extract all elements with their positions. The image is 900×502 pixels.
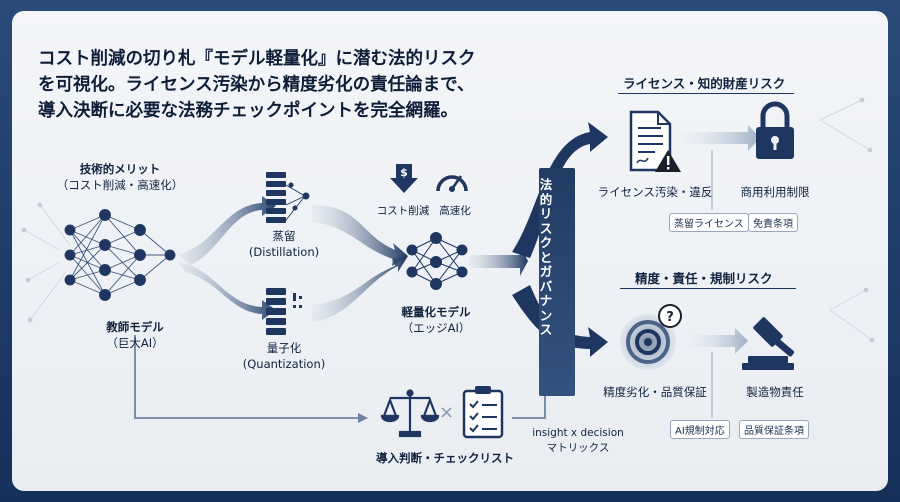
accuracy-title-rule (620, 288, 796, 289)
diagram-drawing: $ (21, 97, 875, 439)
teacher-model-label: 教師モデル (106, 320, 164, 334)
decorative-network-right (819, 97, 875, 343)
accuracy-left-label: 精度劣化・品質保証 (603, 385, 707, 399)
speed-label: 高速化 (439, 205, 471, 217)
governance-bar (539, 168, 575, 396)
license-tag-1: 蒸留ライセンス (669, 213, 749, 232)
dollar-sign: $ (400, 166, 408, 179)
distill-sub: (Distillation) (248, 245, 320, 259)
flow-to-governance (470, 246, 528, 276)
accuracy-section-title: 精度・責任・規制リスク (635, 271, 773, 286)
branch-up-arrow (512, 122, 608, 258)
student-model-label: 軽量化モデル (401, 305, 471, 319)
checklist-to-bar-line (512, 392, 546, 419)
contract-warning-icon (629, 110, 681, 172)
headline-line-2: を可視化。ライセンス汚染から精度劣化の責任論まで、 (38, 75, 475, 95)
question-mark: ? (666, 310, 674, 325)
license-flow-arrow (680, 125, 760, 151)
teacher-network-icon (64, 209, 176, 301)
accuracy-right-label: 製造物責任 (746, 385, 804, 399)
quant-label: 量子化 (266, 341, 302, 355)
headline-line-3: 導入決断に必要な法務チェックポイントを完全網羅。 (38, 101, 458, 121)
flow-to-quant (178, 262, 276, 320)
accuracy-tag-2: 品質保証条項 (739, 420, 809, 439)
target-icon (620, 304, 682, 370)
accuracy-tag-1: AI規制対応 (670, 420, 730, 439)
cost-down-icon (390, 164, 418, 193)
license-right-label: 商用利用制限 (740, 185, 810, 199)
gavel-icon (742, 317, 795, 370)
infographic-card: $ (12, 11, 888, 491)
flow-to-student (312, 205, 408, 266)
cross-symbol: × (439, 402, 455, 423)
quant-icon (266, 288, 302, 335)
matrix-label-line-1: insight x decision (532, 427, 624, 439)
cost-label: コスト削減 (376, 205, 430, 217)
license-tag-2: 免責条項 (748, 213, 798, 232)
matrix-label-line-2: マトリックス (546, 442, 610, 454)
license-section-title: ライセンス・知的財産リスク (623, 76, 786, 91)
distill-label: 蒸留 (272, 229, 296, 243)
speedometer-icon (436, 175, 468, 192)
merit-title: 技術的メリット (79, 162, 161, 176)
checklist-icon (462, 386, 504, 439)
headline-line-1: コスト削減の切り札『モデル軽量化』に潜む法的リスク (38, 49, 476, 69)
scales-icon (380, 389, 440, 438)
license-left-label: ライセンス汚染・違反 (597, 185, 713, 199)
student-model-sub: （エッジAI） (401, 321, 471, 335)
checklist-label: 導入判断・チェックリスト (376, 451, 514, 465)
quant-sub: (Quantization) (242, 357, 326, 371)
padlock-icon (756, 101, 794, 159)
flow-to-distill (178, 196, 276, 265)
distill-icon (266, 172, 310, 223)
decorative-network-left (21, 202, 71, 323)
branch-down-arrow (512, 285, 608, 357)
teacher-to-checklist-line (134, 335, 360, 419)
merit-subtitle: （コスト削減・高速化） (56, 178, 184, 192)
license-title-rule (618, 93, 794, 94)
accuracy-flow-arrow (690, 328, 748, 354)
teacher-model-sub: （巨大AI） (106, 336, 164, 350)
flow-to-student-lower (312, 256, 408, 322)
governance-bar-label: 法的リスクとガバナンス (539, 177, 553, 337)
student-network-icon (406, 232, 468, 290)
